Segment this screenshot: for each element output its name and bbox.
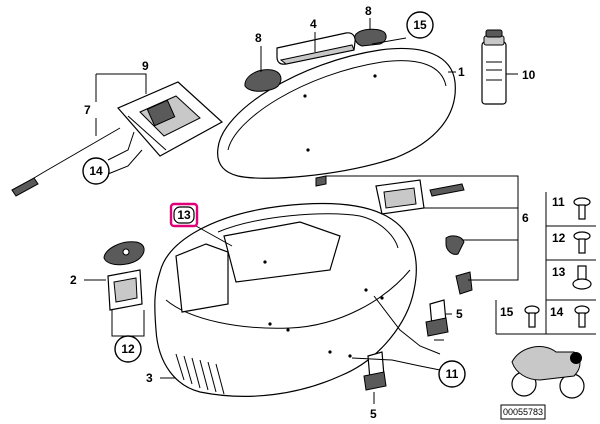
- drawing-code: 00055783: [500, 404, 546, 420]
- end-cap-right: [354, 28, 387, 47]
- callout-8-right: 8: [365, 4, 372, 18]
- callout-1: 1: [458, 65, 465, 79]
- circled-callout-14: 14: [82, 157, 110, 185]
- screw-15-icon: [524, 305, 540, 328]
- callout-3: 3: [146, 371, 153, 385]
- screw-12-icon: [573, 231, 591, 254]
- svg-text:11: 11: [446, 367, 459, 381]
- key-lock-cylinder: [103, 241, 145, 311]
- catch-upper: [425, 299, 449, 337]
- legend-label-12: 12: [552, 231, 566, 245]
- circled-callout-15: 15: [406, 11, 434, 39]
- callout-9: 9: [142, 59, 149, 73]
- spray-can: [481, 29, 507, 105]
- callouts: 8 4 8 1 10 9 7 6 2 3 5 5: [70, 4, 536, 421]
- leader-lines: [84, 18, 519, 404]
- circled-callout-12: 12: [114, 335, 142, 363]
- callout-5-bottom: 5: [370, 407, 377, 421]
- legend-label-11: 11: [552, 195, 565, 209]
- callout-7: 7: [84, 103, 91, 117]
- svg-text:14: 14: [89, 164, 103, 178]
- motorcycle-thumbnail: [499, 337, 597, 403]
- lock-mechanism: [117, 81, 224, 157]
- carry-handle: [276, 32, 356, 65]
- end-cap-left: [244, 69, 282, 92]
- screw-11-icon: [573, 197, 591, 220]
- legend-label-13: 13: [552, 265, 566, 279]
- legend-label-14: 14: [550, 305, 564, 319]
- callout-10: 10: [522, 68, 536, 82]
- svg-text:13: 13: [177, 208, 191, 222]
- svg-text:12: 12: [121, 342, 135, 356]
- screw-14-icon: [574, 305, 590, 328]
- svg-text:00055783: 00055783: [503, 407, 543, 417]
- callout-2: 2: [70, 273, 77, 287]
- highlighted-callout-13: 13: [169, 202, 199, 228]
- callout-6: 6: [522, 211, 529, 225]
- callout-5-right: 5: [456, 307, 463, 321]
- bolt-13-icon: [572, 265, 592, 290]
- release-cable: [11, 127, 121, 197]
- circled-callout-11: 11: [438, 360, 466, 388]
- legend-label-15: 15: [500, 305, 514, 319]
- fastener-legend: 11 12 13 15 14: [495, 192, 596, 335]
- case-lid: [217, 47, 456, 179]
- svg-text:15: 15: [413, 18, 427, 32]
- callout-8-left: 8: [255, 31, 262, 45]
- callout-4: 4: [310, 17, 317, 31]
- case-bottom: [154, 202, 417, 397]
